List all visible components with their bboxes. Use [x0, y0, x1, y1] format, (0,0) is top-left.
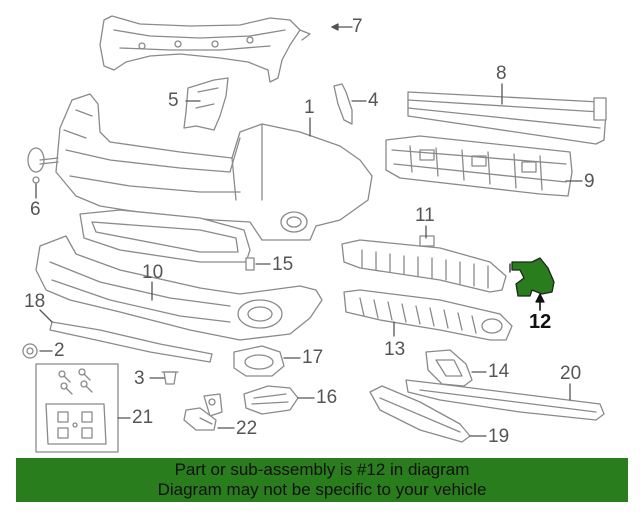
- part-13-lower-grille[interactable]: [343, 289, 513, 341]
- part-20-valance-strip[interactable]: [405, 379, 605, 421]
- part-16-side-bezel[interactable]: [243, 385, 299, 415]
- part-12-highlighted-bracket[interactable]: [509, 257, 555, 297]
- part-11-grille-shutter[interactable]: [341, 235, 507, 293]
- info-banner: Part or sub-assembly is #12 in diagram D…: [16, 458, 628, 502]
- part-3-push-pin[interactable]: [161, 371, 179, 385]
- part-21-fastener-kit[interactable]: [35, 363, 119, 453]
- part-8-reinforcement-beam[interactable]: [407, 91, 607, 145]
- callout-6: 6: [30, 199, 41, 220]
- callout-13: 13: [384, 339, 406, 360]
- callout-22: 22: [236, 418, 258, 439]
- part-18-lower-trim-strip[interactable]: [49, 321, 213, 363]
- callout-19: 19: [488, 426, 510, 447]
- callout-20: 20: [560, 363, 582, 384]
- part-7-upper-bracket[interactable]: [99, 15, 311, 83]
- callout-18: 18: [24, 291, 46, 312]
- leader-arrow-7: [331, 23, 339, 31]
- banner-line-part-number: Part or sub-assembly is #12 in diagram: [174, 460, 470, 479]
- callout-8: 8: [496, 63, 507, 84]
- part-2-clip[interactable]: [22, 343, 38, 359]
- callout-17: 17: [302, 347, 324, 368]
- banner-line-disclaimer: Diagram may not be specific to your vehi…: [157, 480, 487, 499]
- part-15-upper-grille[interactable]: [79, 209, 255, 271]
- callout-3: 3: [134, 368, 145, 389]
- part-9-energy-absorber[interactable]: [385, 135, 573, 197]
- part-17-fog-lamp-bezel[interactable]: [233, 345, 285, 377]
- callout-12-highlighted: 12: [529, 311, 552, 333]
- leader-line-18: [39, 309, 53, 323]
- callout-14: 14: [488, 361, 510, 382]
- part-6-tow-hook-cover[interactable]: [27, 147, 59, 184]
- part-5-bracket[interactable]: [183, 77, 229, 131]
- callout-11: 11: [415, 205, 435, 226]
- callout-4: 4: [368, 90, 379, 111]
- callout-16: 16: [316, 387, 338, 408]
- callout-15: 15: [272, 254, 294, 275]
- callout-1: 1: [304, 97, 315, 118]
- callout-2: 2: [54, 340, 65, 361]
- callout-7: 7: [352, 16, 363, 37]
- callout-9: 9: [584, 171, 595, 192]
- part-4-bracket[interactable]: [333, 83, 353, 125]
- callout-10: 10: [142, 262, 164, 283]
- part-22-sensor[interactable]: [183, 393, 223, 431]
- kit-screws: [58, 368, 93, 395]
- leader-arrow-12: [535, 293, 545, 303]
- callout-5: 5: [168, 90, 179, 111]
- part-10-lower-fascia[interactable]: [35, 235, 323, 341]
- part-14-bezel[interactable]: [425, 349, 473, 387]
- callout-21: 21: [132, 407, 154, 428]
